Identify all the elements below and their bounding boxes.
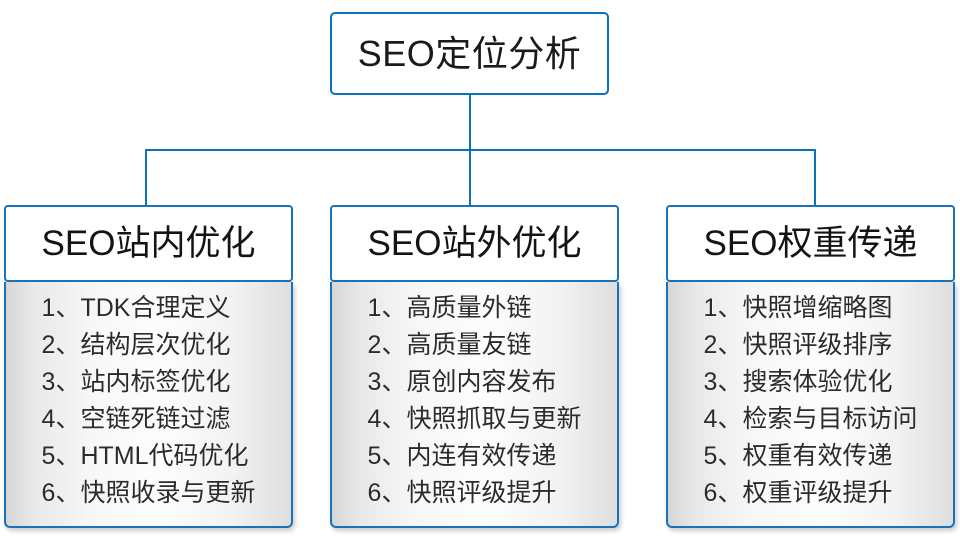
branch-1-header[interactable]: SEO站内优化	[4, 205, 293, 282]
branch-3-body: 1、快照增缩略图 2、快照评级排序 3、搜索体验优化 4、检索与目标访问 5、权…	[666, 282, 955, 528]
branch-2-header[interactable]: SEO站外优化	[330, 205, 619, 282]
list-item: 5、权重有效传递	[703, 442, 893, 470]
connector-horizontal-bus	[145, 149, 816, 151]
list-item: 6、权重评级提升	[703, 479, 893, 507]
list-item: 1、高质量外链	[367, 294, 532, 322]
branch-2-body: 1、高质量外链 2、高质量友链 3、原创内容发布 4、快照抓取与更新 5、内连有…	[330, 282, 619, 528]
list-item: 2、快照评级排序	[703, 331, 893, 359]
connector-branch-3-drop	[814, 149, 816, 206]
branch-3-title: SEO权重传递	[703, 224, 918, 263]
list-item: 3、原创内容发布	[367, 368, 557, 396]
list-item: 1、快照增缩略图	[703, 294, 893, 322]
branch-1-list: 1、TDK合理定义 2、结构层次优化 3、站内标签优化 4、空链死链过滤 5、H…	[42, 290, 256, 512]
list-item: 3、搜索体验优化	[703, 368, 893, 396]
branch-2-list: 1、高质量外链 2、高质量友链 3、原创内容发布 4、快照抓取与更新 5、内连有…	[368, 290, 582, 512]
branch-3-header[interactable]: SEO权重传递	[666, 205, 955, 282]
branch-3-list: 1、快照增缩略图 2、快照评级排序 3、搜索体验优化 4、检索与目标访问 5、权…	[704, 290, 918, 512]
list-item: 5、内连有效传递	[367, 442, 557, 470]
list-item: 2、结构层次优化	[41, 331, 231, 359]
list-item: 4、空链死链过滤	[41, 405, 231, 433]
connector-branch-2-drop	[469, 149, 471, 206]
list-item: 2、高质量友链	[367, 331, 532, 359]
connector-branch-1-drop	[145, 149, 147, 206]
root-node[interactable]: SEO定位分析	[330, 12, 609, 95]
list-item: 3、站内标签优化	[41, 368, 231, 396]
list-item: 6、快照评级提升	[367, 479, 557, 507]
branch-column-3: SEO权重传递 1、快照增缩略图 2、快照评级排序 3、搜索体验优化 4、检索与…	[666, 205, 955, 528]
list-item: 4、检索与目标访问	[703, 405, 918, 433]
list-item: 4、快照抓取与更新	[367, 405, 582, 433]
list-item: 5、HTML代码优化	[41, 442, 249, 470]
branch-2-title: SEO站外优化	[367, 224, 582, 263]
branch-column-1: SEO站内优化 1、TDK合理定义 2、结构层次优化 3、站内标签优化 4、空链…	[4, 205, 293, 528]
list-item: 1、TDK合理定义	[41, 294, 231, 322]
list-item: 6、快照收录与更新	[41, 479, 256, 507]
branch-1-body: 1、TDK合理定义 2、结构层次优化 3、站内标签优化 4、空链死链过滤 5、H…	[4, 282, 293, 528]
root-node-label: SEO定位分析	[357, 32, 582, 74]
connector-root-vertical	[469, 95, 471, 151]
branch-column-2: SEO站外优化 1、高质量外链 2、高质量友链 3、原创内容发布 4、快照抓取与…	[330, 205, 619, 528]
branch-1-title: SEO站内优化	[41, 224, 256, 263]
